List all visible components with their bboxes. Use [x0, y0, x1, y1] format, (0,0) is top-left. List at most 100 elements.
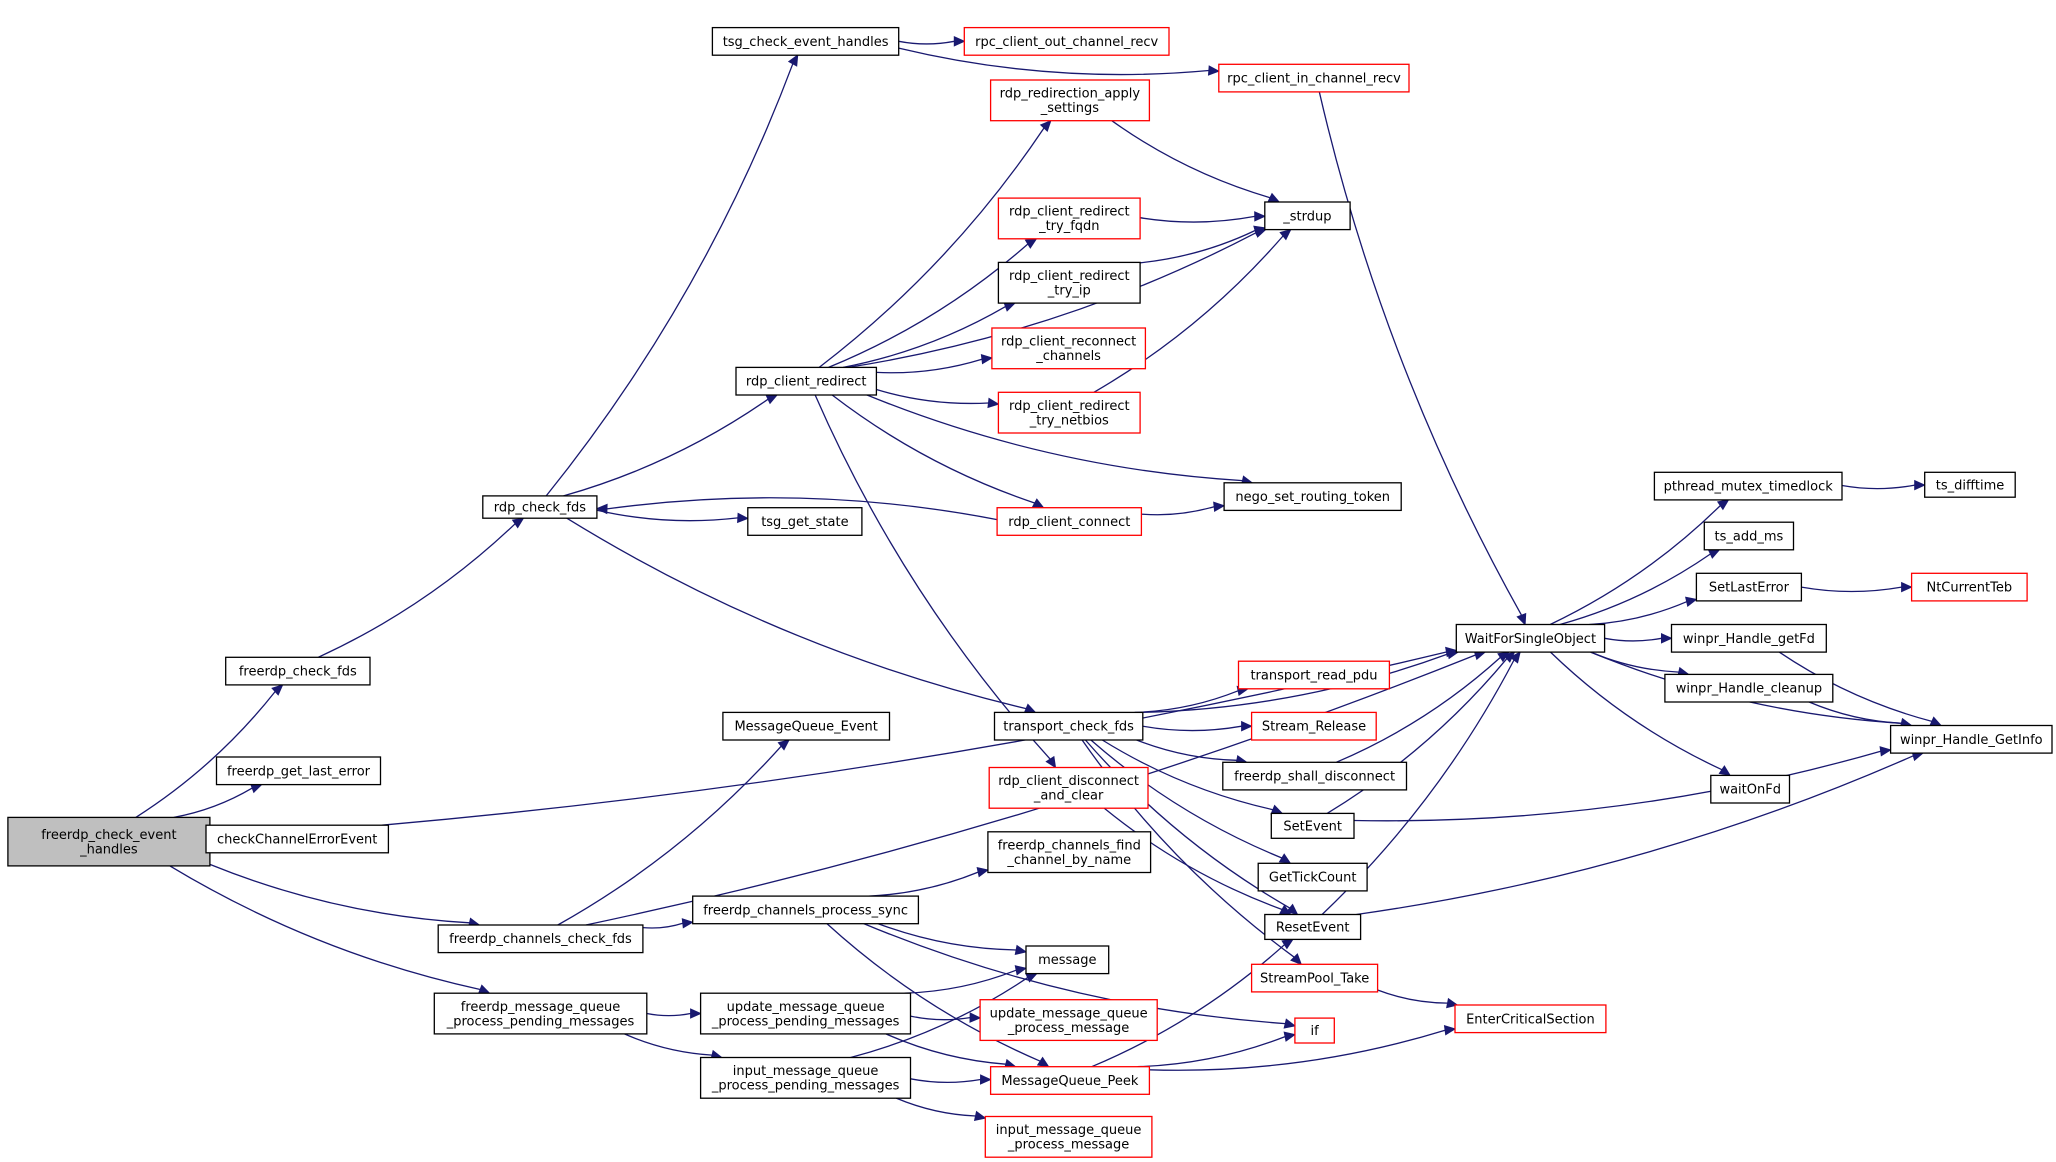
node-resetevent[interactable]: ResetEvent	[1264, 913, 1362, 941]
node-box	[482, 495, 598, 519]
node-ntcurrentteb[interactable]: NtCurrentTeb	[1910, 572, 2028, 602]
node-freerdp-channels-check-fds[interactable]: freerdp_channels_check_fds	[437, 924, 644, 954]
call-edge-rdp_check_fds-to-transport_check_fds	[566, 517, 1027, 710]
node-box	[1218, 63, 1410, 93]
call-edge-freerdp_channels_check_fds-to-WaitForSingleObject	[585, 654, 1476, 926]
arrowhead-icon	[1023, 703, 1037, 714]
node-rpc-client-in-channel-recv[interactable]: rpc_client_in_channel_recv	[1218, 63, 1410, 93]
call-edge-WaitForSingleObject-to-winpr_Handle_getFd	[1604, 637, 1662, 642]
arrowhead-icon	[777, 739, 790, 751]
node-freerdp-channels-process-sync[interactable]: freerdp_channels_process_sync	[692, 895, 920, 925]
node-box	[711, 26, 900, 56]
node-label: rdp_client_redirect	[1009, 399, 1130, 414]
node-message[interactable]: message	[1025, 945, 1110, 975]
node-reconnect-channels[interactable]: rdp_client_reconnect_channels	[991, 327, 1147, 370]
node-rdp-check-fds[interactable]: rdp_check_fds	[482, 495, 598, 519]
node-label: ts_add_ms	[1715, 530, 1784, 545]
call-edge-root-to-freerdp_channels_check_fds	[209, 863, 470, 924]
node-find-channel-by-name[interactable]: freerdp_channels_find_channel_by_name	[987, 831, 1152, 874]
node-winpr-handle-getinfo[interactable]: winpr_Handle_GetInfo	[1889, 724, 2053, 754]
node-entercriticalsection[interactable]: EnterCriticalSection	[1454, 1004, 1607, 1034]
node-freerdp-check-fds[interactable]: freerdp_check_fds	[225, 656, 371, 686]
node-gettickcount[interactable]: GetTickCount	[1257, 862, 1368, 892]
node-rpc-client-out-channel-recv[interactable]: rpc_client_out_channel_recv	[963, 26, 1170, 56]
node-label: transport_read_pdu	[1250, 669, 1377, 684]
arrowhead-icon	[1718, 765, 1732, 777]
node-waitonfd[interactable]: waitOnFd	[1710, 774, 1791, 804]
node-tsg-get-state[interactable]: tsg_get_state	[747, 507, 863, 536]
call-edge-freerdp_channels_check_fds-to-freerdp_channels_process_sync	[642, 922, 683, 929]
node-label: _process_message	[1007, 1138, 1129, 1153]
node-label: input_message_queue	[733, 1064, 879, 1079]
node-label: _try_ip	[1047, 284, 1091, 299]
node-rdp-client-redirect[interactable]: rdp_client_redirect	[735, 366, 878, 396]
arrowhead-icon	[1253, 225, 1266, 236]
node-box	[1653, 471, 1843, 501]
arrowhead-icon	[1045, 755, 1057, 769]
node-messagequeue-peek[interactable]: MessageQueue_Peek	[989, 1066, 1151, 1095]
node-if[interactable]: if	[1294, 1017, 1335, 1044]
node-update-process-message[interactable]: update_message_queue_process_message	[979, 999, 1158, 1042]
node-input-pending[interactable]: input_message_queue_process_pending_mess…	[699, 1056, 912, 1099]
node-freerdp-message-queue[interactable]: freerdp_message_queue_process_pending_me…	[433, 992, 648, 1035]
node-ts-difftime[interactable]: ts_difftime	[1924, 471, 2016, 498]
node-label: MessageQueue_Event	[734, 720, 877, 735]
arrowhead-icon	[1901, 581, 1913, 593]
call-edge-rpc_client_in_channel_recv-to-WaitForSingleObject	[1318, 91, 1523, 616]
node-transport-check-fds[interactable]: transport_check_fds	[993, 711, 1144, 741]
node-box	[989, 79, 1151, 122]
node-box	[747, 507, 863, 536]
node-nego-set-routing-token[interactable]: nego_set_routing_token	[1223, 482, 1402, 512]
node-label: SetLastError	[1709, 581, 1790, 596]
node-try-netbios[interactable]: rdp_client_redirect_try_netbios	[997, 391, 1141, 434]
node-label: winpr_Handle_GetInfo	[1900, 733, 2043, 748]
node-freerdp-shall-disconnect[interactable]: freerdp_shall_disconnect	[1222, 761, 1408, 791]
node-tsg-check-event-handles[interactable]: tsg_check_event_handles	[711, 26, 900, 56]
call-edge-winpr_Handle_getFd-to-winpr_Handle_GetInfo	[1778, 651, 1933, 723]
node-label: rpc_client_out_channel_recv	[975, 35, 1158, 50]
node-pthread-mutex-timedlock[interactable]: pthread_mutex_timedlock	[1653, 471, 1843, 501]
node-label: freerdp_message_queue	[461, 1000, 620, 1015]
node-checkchannelerrorevent[interactable]: checkChannelErrorEvent	[205, 824, 390, 854]
arrowhead-icon	[1254, 211, 1267, 222]
node-transport-read-pdu[interactable]: transport_read_pdu	[1237, 660, 1391, 690]
node-setlasterror[interactable]: SetLastError	[1695, 572, 1803, 602]
node-waitforsingleobject[interactable]: WaitForSingleObject	[1455, 623, 1606, 653]
node-streampool-take[interactable]: StreamPool_Take	[1250, 963, 1379, 993]
node-strdup[interactable]: _strdup	[1264, 201, 1351, 231]
node-rdp-client-connect[interactable]: rdp_client_connect	[996, 507, 1143, 536]
call-edge-freerdp_message_queue-to-update_pending	[646, 1012, 691, 1017]
node-root[interactable]: freerdp_check_event_handles	[7, 816, 211, 867]
node-label: rdp_client_disconnect	[998, 774, 1139, 789]
node-messagequeue-event[interactable]: MessageQueue_Event	[722, 711, 891, 741]
node-rdp-redirection-apply[interactable]: rdp_redirection_apply_settings	[989, 79, 1151, 122]
call-edge-try_netbios-to-strdup	[1093, 235, 1284, 393]
arrowhead-icon	[1039, 119, 1052, 132]
arrowhead-icon	[1516, 612, 1527, 626]
node-setevent[interactable]: SetEvent	[1270, 812, 1355, 839]
node-box	[1710, 774, 1791, 804]
node-update-pending[interactable]: update_message_queue_process_pending_mes…	[699, 992, 912, 1035]
node-label: _channels	[1035, 349, 1101, 364]
node-label: update_message_queue	[727, 1000, 885, 1015]
node-input-process-message[interactable]: input_message_queue_process_message	[984, 1115, 1153, 1158]
node-label: _try_netbios	[1029, 413, 1109, 428]
node-winpr-handle-cleanup[interactable]: winpr_Handle_cleanup	[1664, 673, 1834, 703]
node-ts-add-ms[interactable]: ts_add_ms	[1703, 521, 1795, 551]
call-edge-freerdp_check_fds-to-rdp_check_fds	[317, 523, 516, 658]
node-winpr-handle-getfd[interactable]: winpr_Handle_getFd	[1670, 623, 1827, 653]
node-label: _channel_by_name	[1006, 853, 1131, 868]
node-freerdp-get-last-error[interactable]: freerdp_get_last_error	[215, 756, 382, 786]
node-try-fqdn[interactable]: rdp_client_redirect_try_fqdn	[997, 197, 1141, 240]
node-label: freerdp_shall_disconnect	[1234, 770, 1395, 785]
node-disconnect-and-clear[interactable]: rdp_client_disconnect_and_clear	[988, 766, 1149, 809]
node-label: rdp_client_reconnect	[1001, 335, 1136, 350]
node-try-ip[interactable]: rdp_client_redirect_try_ip	[997, 261, 1141, 304]
call-edge-rdp_client_redirect-to-try_ip	[842, 306, 1006, 369]
node-label: _and_clear	[1033, 789, 1104, 804]
node-box	[1222, 761, 1408, 791]
call-edge-transport_check_fds-to-Stream_Release	[1142, 725, 1242, 732]
node-label: nego_set_routing_token	[1235, 490, 1390, 505]
node-stream-release[interactable]: Stream_Release	[1250, 711, 1377, 741]
node-label: StreamPool_Take	[1260, 972, 1369, 987]
